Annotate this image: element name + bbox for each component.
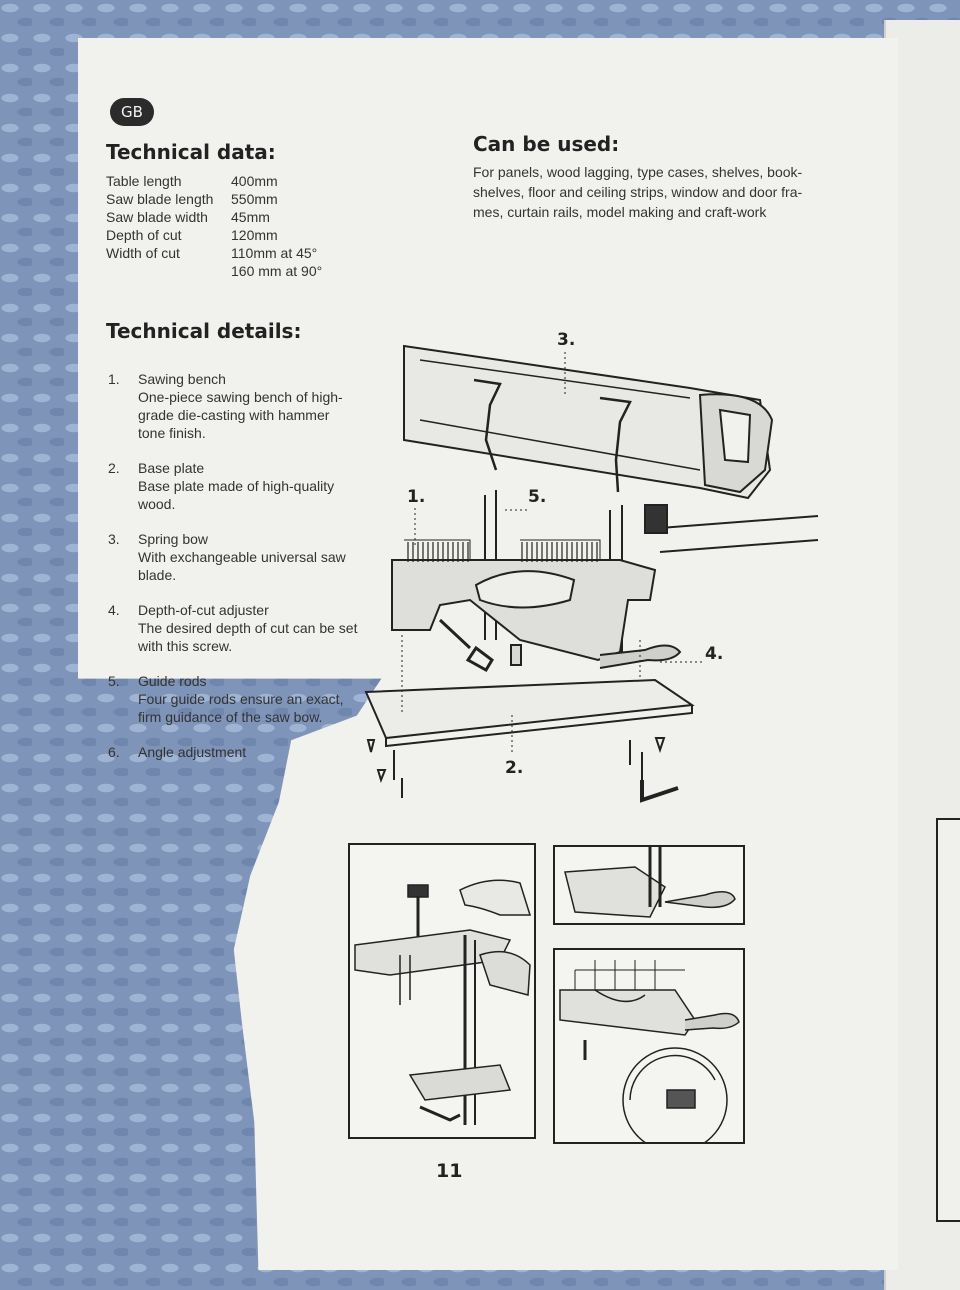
spec-label: Saw blade width	[106, 209, 208, 225]
can-be-used-line: mes, curtain rails, model making and cra…	[473, 204, 767, 220]
spec-value: 400mm	[231, 173, 278, 189]
detail-number: 4.	[108, 602, 120, 618]
callout-4: 4.	[705, 644, 724, 664]
spec-label: Width of cut	[106, 245, 180, 261]
spec-value: 120mm	[231, 227, 278, 243]
detail-number: 2.	[108, 460, 120, 476]
detail-description: The desired depth of cut can be set with…	[138, 620, 358, 654]
spec-value: 550mm	[231, 191, 278, 207]
spec-value: 110mm at 45°	[231, 245, 318, 261]
can-be-used-line: For panels, wood lagging, type cases, sh…	[473, 164, 803, 180]
spec-label: Saw blade length	[106, 191, 214, 207]
detail-number: 5.	[108, 673, 120, 689]
technical-data-title: Technical data:	[106, 140, 276, 164]
spec-label: Depth of cut	[106, 227, 182, 243]
callout-1: 1.	[407, 487, 426, 507]
detail-description: Base plate made of high-quality wood.	[138, 478, 335, 512]
detail-title: Sawing bench	[138, 371, 226, 387]
technical-details-title: Technical details:	[106, 319, 302, 343]
spec-row: Table length 400mm	[106, 172, 322, 190]
detail-title: Angle adjustment	[138, 744, 247, 760]
can-be-used-title: Can be used:	[473, 132, 620, 156]
spec-row: Saw blade width 45mm	[106, 208, 322, 226]
detail-description: With exchangeable universal saw blade.	[138, 549, 346, 583]
detail-number: 1.	[108, 371, 120, 387]
page-number: 11	[436, 1160, 463, 1182]
detail-title: Depth-of-cut adjuster	[138, 602, 269, 618]
spec-row: 160 mm at 90°	[106, 262, 322, 280]
detail-description: Four guide rods ensure an exact, firm gu…	[138, 691, 344, 725]
spec-row: Width of cut 110mm at 45°	[106, 244, 322, 262]
figure-angle-adjustment	[553, 948, 745, 1144]
detail-item: 6. Angle adjustment	[108, 743, 358, 761]
callout-3: 3.	[557, 330, 576, 350]
detail-number: 3.	[108, 531, 120, 547]
detail-title: Guide rods	[138, 673, 207, 689]
spec-row: Depth of cut 120mm	[106, 226, 322, 244]
spec-row: Saw blade length 550mm	[106, 190, 322, 208]
language-badge: GB	[110, 98, 154, 126]
callout-5: 5.	[528, 487, 547, 507]
detail-number: 6.	[108, 744, 120, 760]
detail-title: Spring bow	[138, 531, 209, 547]
detail-description: One-piece sawing bench of high-grade die…	[138, 389, 343, 441]
callout-2: 2.	[505, 758, 524, 778]
spec-label: Table length	[106, 173, 182, 189]
can-be-used-text: For panels, wood lagging, type cases, sh…	[473, 162, 853, 222]
spec-value: 160 mm at 90°	[231, 263, 323, 279]
can-be-used-line: shelves, floor and ceiling strips, windo…	[473, 184, 803, 200]
detail-title: Base plate	[138, 460, 205, 476]
spec-value: 45mm	[231, 209, 270, 225]
figure-hammer-assembly	[348, 843, 536, 1139]
figure-depth-adjuster	[553, 845, 745, 925]
facing-page-figure	[936, 818, 960, 1222]
